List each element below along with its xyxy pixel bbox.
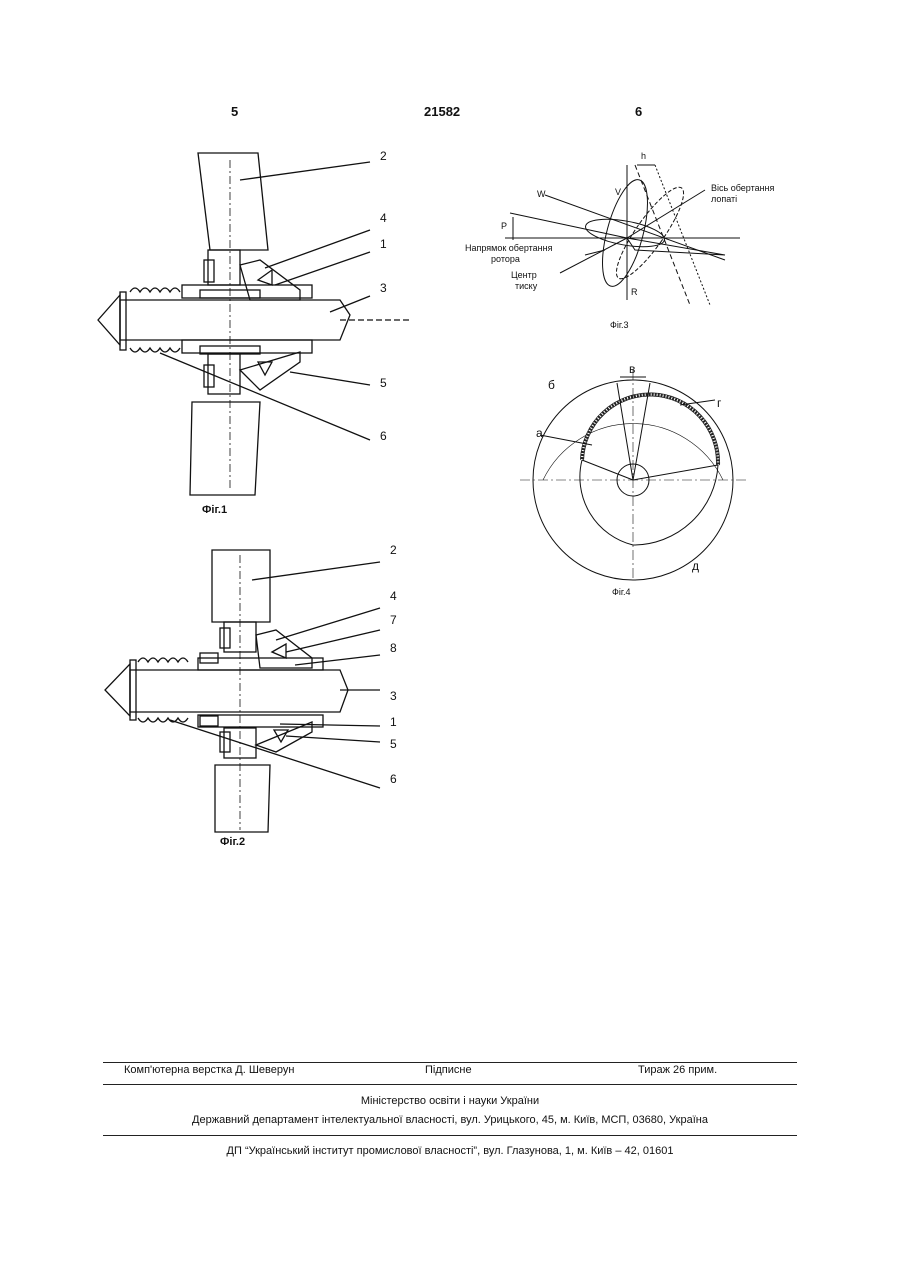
fig4-label-g: г <box>717 396 722 410</box>
footer-department: Державний департамент інтелектуальної вл… <box>103 1114 797 1126</box>
fig1-label-4: 4 <box>380 211 387 225</box>
fig2-label-4: 4 <box>390 589 397 603</box>
fig3-center-line2: тиску <box>515 281 538 291</box>
footer-divider-middle <box>103 1084 797 1085</box>
left-page-number: 5 <box>231 104 238 119</box>
figure-1-drawing: 2 4 1 3 5 6 Фіг.1 <box>90 140 420 530</box>
figure-4-drawing: а б в г д Фіг.4 <box>500 355 770 605</box>
fig3-caption: Фіг.3 <box>610 320 629 330</box>
footer-layout-by: Комп'ютерна верстка Д. Шеверун <box>124 1064 294 1076</box>
fig1-label-1: 1 <box>380 237 387 251</box>
fig3-axis-line1: Вісь обертання <box>711 183 775 193</box>
fig4-label-d: д <box>692 559 699 573</box>
footer-divider-top <box>103 1062 797 1063</box>
fig2-label-5: 5 <box>390 737 397 751</box>
fig4-label-v: в <box>629 362 635 376</box>
fig4-label-a: а <box>536 426 543 440</box>
fig1-caption: Фіг.1 <box>202 504 227 516</box>
fig2-label-6: 6 <box>390 772 397 786</box>
footer-circulation: Тираж 26 прим. <box>638 1064 717 1076</box>
right-page-number: 6 <box>635 104 642 119</box>
fig3-label-r: R <box>631 287 638 297</box>
figure-2-drawing: 2 4 7 8 3 1 5 6 Фіг.2 <box>90 540 420 860</box>
fig2-caption: Фіг.2 <box>220 836 245 848</box>
fig3-direction-line1: Напрямок обертання <box>465 243 553 253</box>
fig3-axis-line2: лопаті <box>711 194 737 204</box>
fig1-label-2: 2 <box>380 149 387 163</box>
fig3-center-line1: Центр <box>511 270 537 280</box>
figure-3-drawing: h W V P R Вісь обертання лопаті Напрямок… <box>455 145 795 345</box>
fig2-label-8: 8 <box>390 641 397 655</box>
footer-divider-bottom <box>103 1135 797 1136</box>
footer-signed: Підписне <box>425 1064 472 1076</box>
fig1-label-6: 6 <box>380 429 387 443</box>
fig2-label-2: 2 <box>390 543 397 557</box>
fig2-label-7: 7 <box>390 613 397 627</box>
fig4-caption: Фіг.4 <box>612 587 631 597</box>
footer-ministry: Міністерство освіти і науки України <box>103 1095 797 1107</box>
fig3-label-p: P <box>501 221 507 231</box>
footer-institute: ДП “Український інститут промислової вла… <box>103 1145 797 1157</box>
fig1-label-5: 5 <box>380 376 387 390</box>
fig3-label-w: W <box>537 189 546 199</box>
fig4-label-b: б <box>548 378 555 392</box>
patent-number: 21582 <box>424 104 460 119</box>
fig3-label-v: V <box>615 187 621 197</box>
fig3-label-h: h <box>641 151 646 161</box>
fig2-label-1: 1 <box>390 715 397 729</box>
fig2-label-3: 3 <box>390 689 397 703</box>
fig1-label-3: 3 <box>380 281 387 295</box>
fig3-direction-line2: ротора <box>491 254 520 264</box>
